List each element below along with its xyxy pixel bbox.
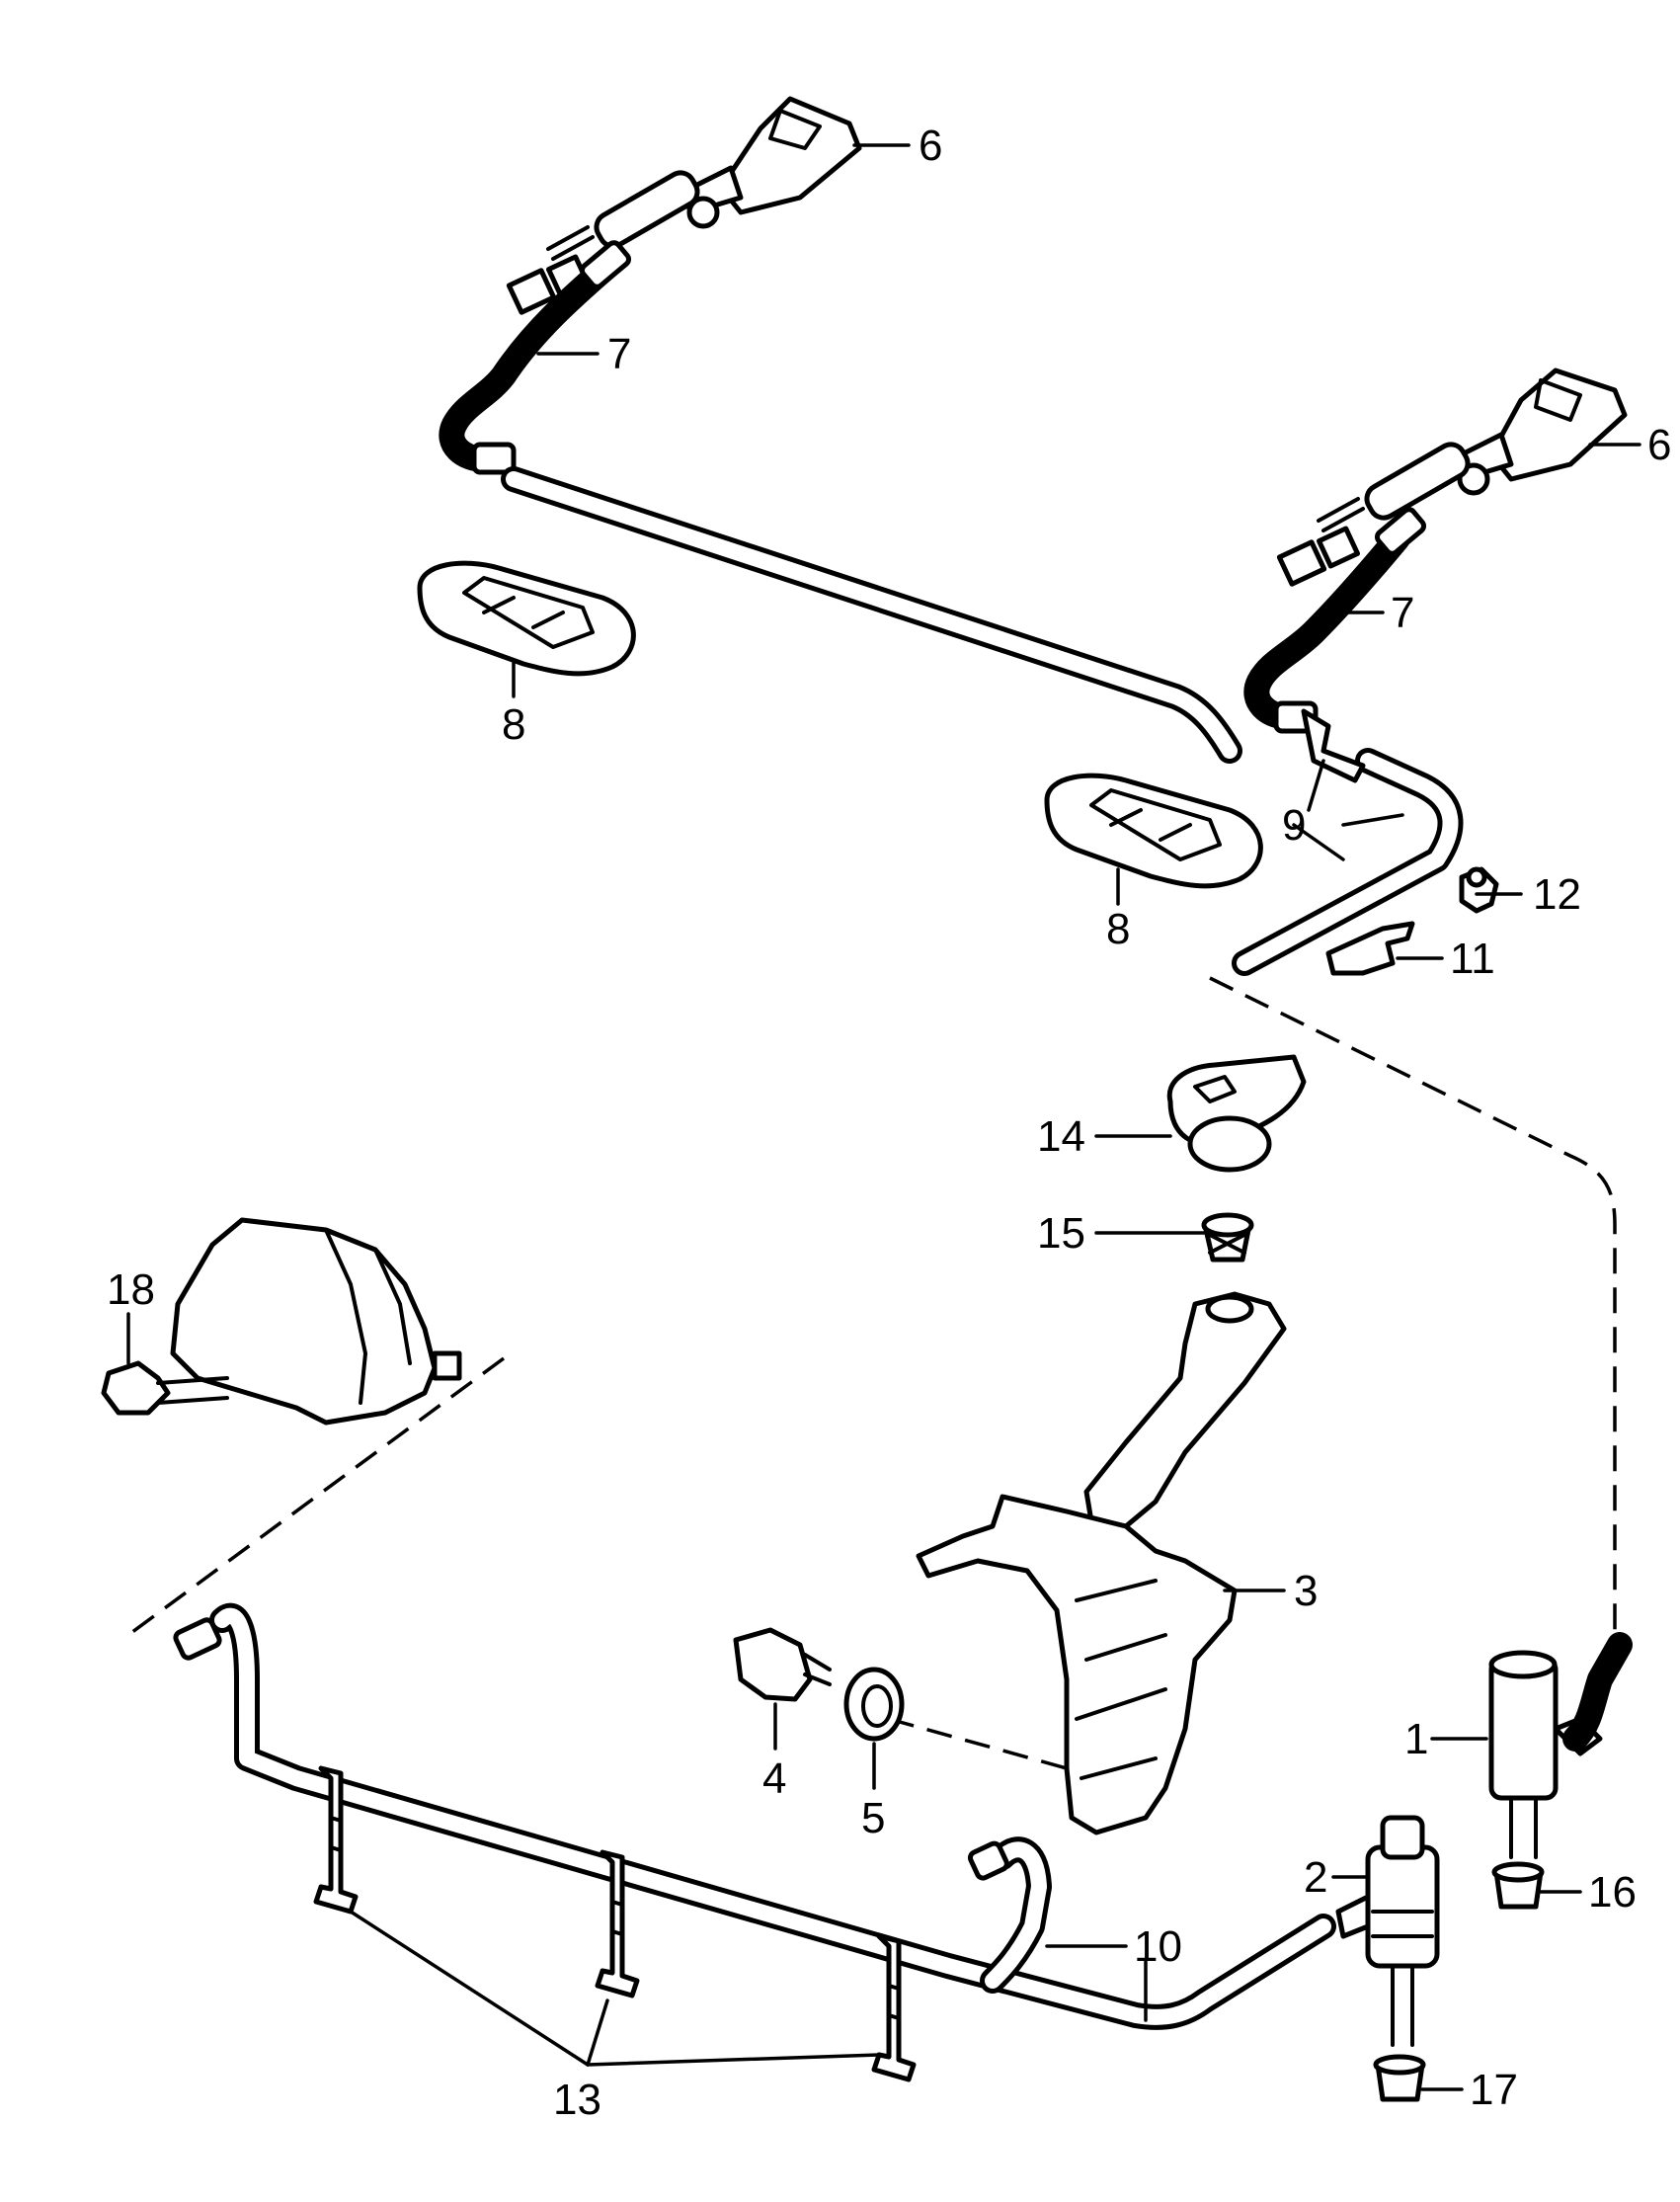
callout-9: 9 [1282,801,1306,850]
callout-8-lower: 8 [1106,905,1130,953]
callout-2: 2 [1304,1853,1327,1902]
callout-17: 17 [1470,2066,1518,2114]
washer-jet-lower[interactable] [1276,367,1628,587]
hose-clip-13-a[interactable] [313,1765,359,1915]
washer-pump-1[interactable] [1488,1632,1633,1859]
filler-cap-14[interactable] [1166,1054,1307,1173]
retaining-clip-4[interactable] [733,1627,832,1702]
callout-14: 14 [1037,1112,1085,1161]
hose-clip-13-b[interactable] [595,1849,640,1998]
hose-9[interactable] [501,466,1464,976]
washer-jet-upper[interactable] [506,96,862,315]
corrugated-hose-upper[interactable] [439,240,632,475]
leader-lines [126,143,1641,2091]
hose-10[interactable] [173,1603,1336,2030]
trim-clip-upper[interactable] [417,560,636,677]
callout-10: 10 [1134,1922,1182,1971]
hose-clip-13-c[interactable] [871,1933,917,2082]
hose-connector-12[interactable] [1459,866,1499,914]
callout-15: 15 [1037,1209,1085,1258]
hose-clip-11[interactable] [1325,921,1415,976]
trim-clip-lower[interactable] [1044,773,1263,889]
callout-7-lower: 7 [1391,589,1414,637]
callout-18: 18 [107,1265,155,1314]
assembly-line-hose-to-pump [1209,976,1617,1640]
callout-1: 1 [1404,1715,1428,1763]
grommet-5[interactable] [843,1667,905,1742]
callout-7-upper: 7 [607,330,631,378]
callout-8-upper: 8 [502,700,525,749]
callout-16: 16 [1588,1868,1637,1917]
callout-3: 3 [1294,1567,1318,1615]
pump-grommet-16[interactable] [1491,1861,1545,1910]
washer-pump-2[interactable] [1335,1815,1440,2047]
callout-5: 5 [861,1794,885,1842]
callout-4: 4 [762,1754,786,1803]
pump-grommet-17[interactable] [1373,2054,1426,2102]
callout-6-upper: 6 [919,122,942,170]
strainer-15[interactable] [1201,1212,1254,1263]
corrugated-hose-lower[interactable] [1243,507,1427,734]
callout-12: 12 [1533,870,1581,919]
assembly-line-grommet [888,1717,1068,1770]
washer-reservoir-3[interactable] [916,1291,1287,1835]
callout-13: 13 [553,2076,601,2124]
callout-6-lower: 6 [1647,421,1671,469]
callout-11: 11 [1450,935,1495,983]
reservoir-bracket-18[interactable] [101,1217,462,1426]
